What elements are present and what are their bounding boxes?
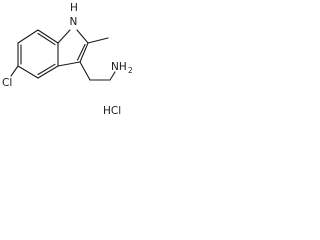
bond-chain-3	[109, 71, 116, 81]
bond-chlorine	[10, 65, 19, 77]
chemical-structure-diagram: H N Cl NH 2 HCl	[2, 2, 133, 117]
chlorine-label: Cl	[2, 77, 12, 89]
bond-benzene-3	[17, 65, 39, 79]
ethylamine-chain	[79, 61, 116, 81]
bond-benzene-6-double	[37, 32, 56, 46]
amine-subscript-label: 2	[128, 66, 133, 75]
bond-benzene-1	[17, 29, 39, 44]
bond-c7a-n1	[57, 29, 71, 44]
pyrrole-ring	[57, 29, 89, 67]
bond-methyl	[87, 37, 109, 44]
bond-benzene-4-double	[37, 63, 56, 76]
bond-c2-c3-double	[76, 43, 86, 61]
bond-benzene-4	[37, 65, 59, 79]
nh-nitrogen-label: N	[70, 16, 78, 28]
nh-hydrogen-label: H	[70, 2, 78, 14]
bond-benzene-6	[37, 29, 59, 44]
hcl-salt-label: HCl	[103, 105, 121, 117]
bond-chain-1	[79, 61, 91, 81]
bond-c3-c3a	[57, 61, 81, 67]
bond-c2-c3	[79, 42, 89, 63]
benzene-ring	[17, 29, 59, 79]
bond-n1-c2	[76, 29, 89, 44]
amine-label: NH	[111, 61, 127, 73]
